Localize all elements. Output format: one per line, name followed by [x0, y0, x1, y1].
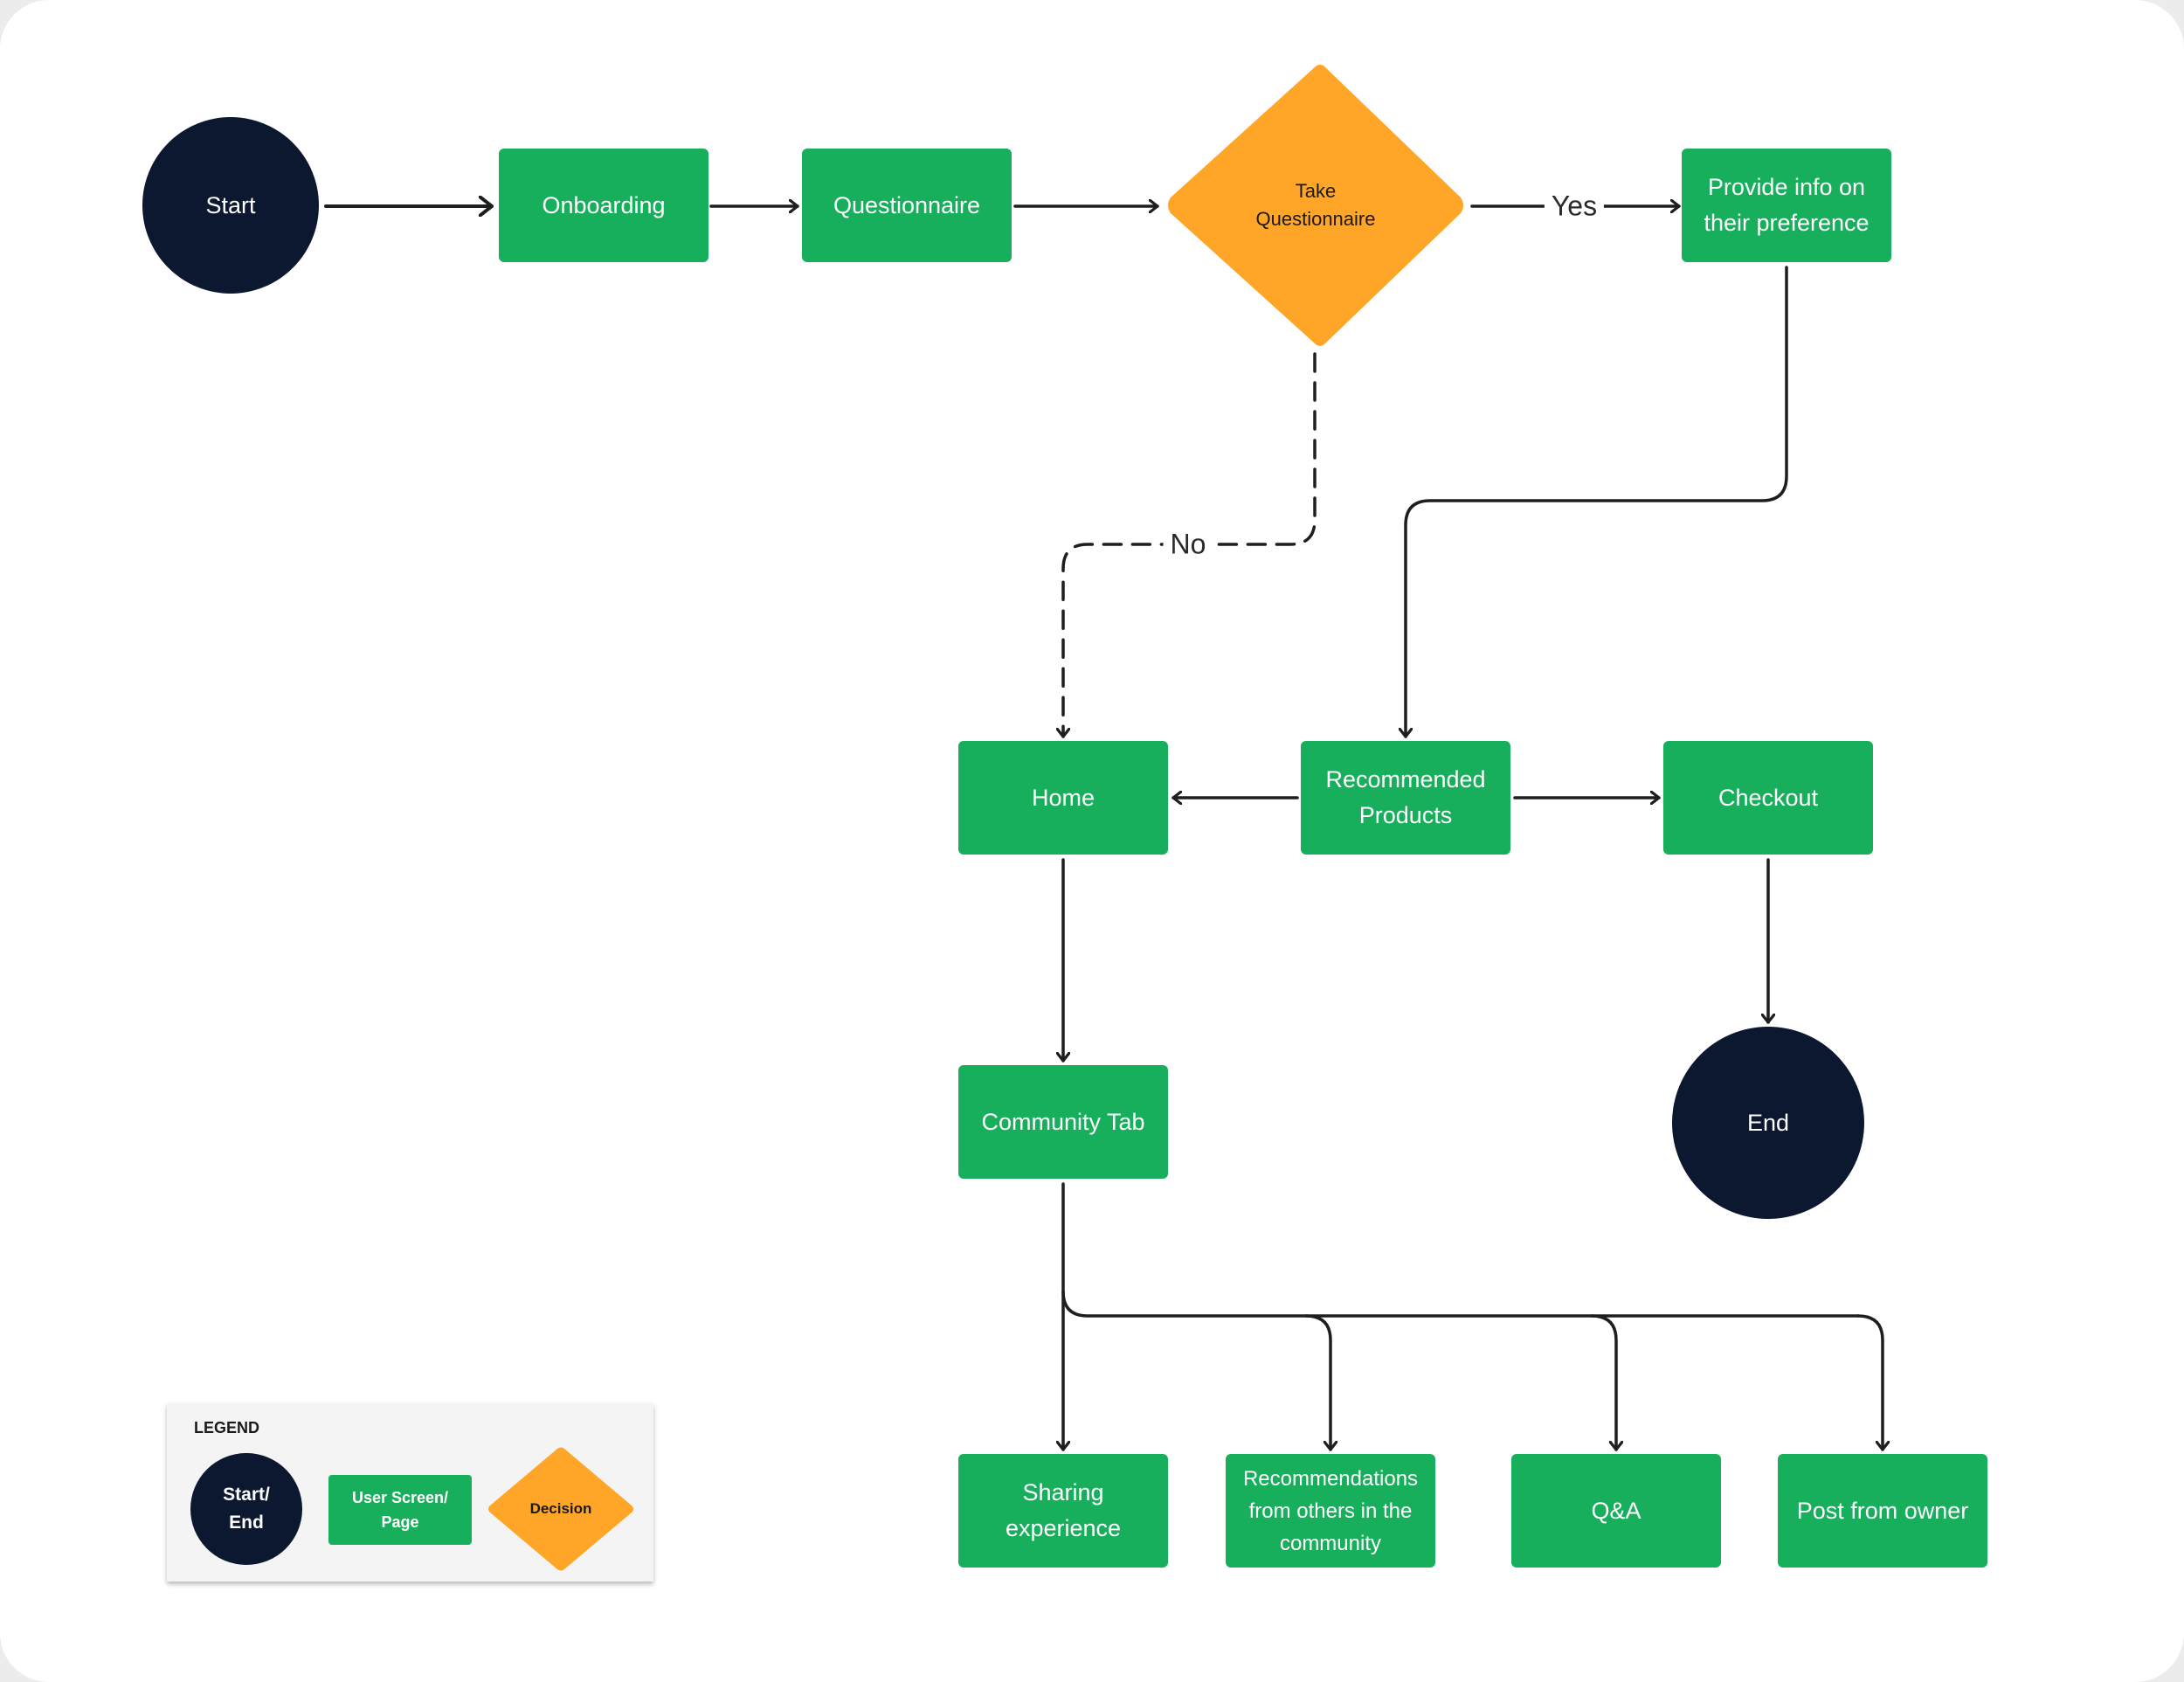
legend-screen-swatch: User Screen/ Page: [328, 1475, 472, 1545]
end-node: End: [1672, 1027, 1864, 1219]
decision-diamond-shape: [1168, 65, 1463, 346]
edge-label-no: No: [1163, 528, 1213, 561]
home-node: Home: [958, 741, 1168, 855]
legend-decision-label: Decision: [529, 1500, 592, 1517]
qa-node: Q&A: [1511, 1454, 1721, 1568]
edge-label-yes: Yes: [1544, 190, 1605, 223]
questionnaire-node: Questionnaire: [802, 149, 1012, 262]
edge-branch-bus: [1061, 1290, 1860, 1318]
legend-start-end-swatch: Start/ End: [190, 1453, 302, 1565]
legend-decision-swatch: Decision: [485, 1445, 637, 1573]
community-recommendations-node: Recommendations from others in the commu…: [1226, 1454, 1435, 1568]
edge-community-recommendations: [1304, 1314, 1330, 1451]
edge-community-qa: [1590, 1314, 1616, 1451]
recommended-products-node: Recommended Products: [1301, 741, 1510, 855]
take-questionnaire-decision: Take Questionnaire: [1162, 61, 1469, 350]
legend-panel: LEGEND Start/ End User Screen/ Page Deci…: [167, 1403, 653, 1582]
legend-title: LEGEND: [194, 1419, 260, 1436]
community-tab-node: Community Tab: [958, 1065, 1168, 1179]
post-from-owner-node: Post from owner: [1778, 1454, 1987, 1568]
checkout-node: Checkout: [1663, 741, 1873, 855]
sharing-experience-node: Sharing experience: [958, 1454, 1168, 1568]
decision-label: Take Questionnaire: [1255, 180, 1376, 230]
start-node: Start: [142, 117, 319, 294]
onboarding-node: Onboarding: [499, 149, 708, 262]
legend-diamond-shape: [488, 1447, 633, 1571]
provide-info-node: Provide info on their preference: [1682, 149, 1891, 262]
edge-provide-recommended: [1406, 266, 1788, 738]
edge-community-post-owner: [1856, 1314, 1883, 1451]
